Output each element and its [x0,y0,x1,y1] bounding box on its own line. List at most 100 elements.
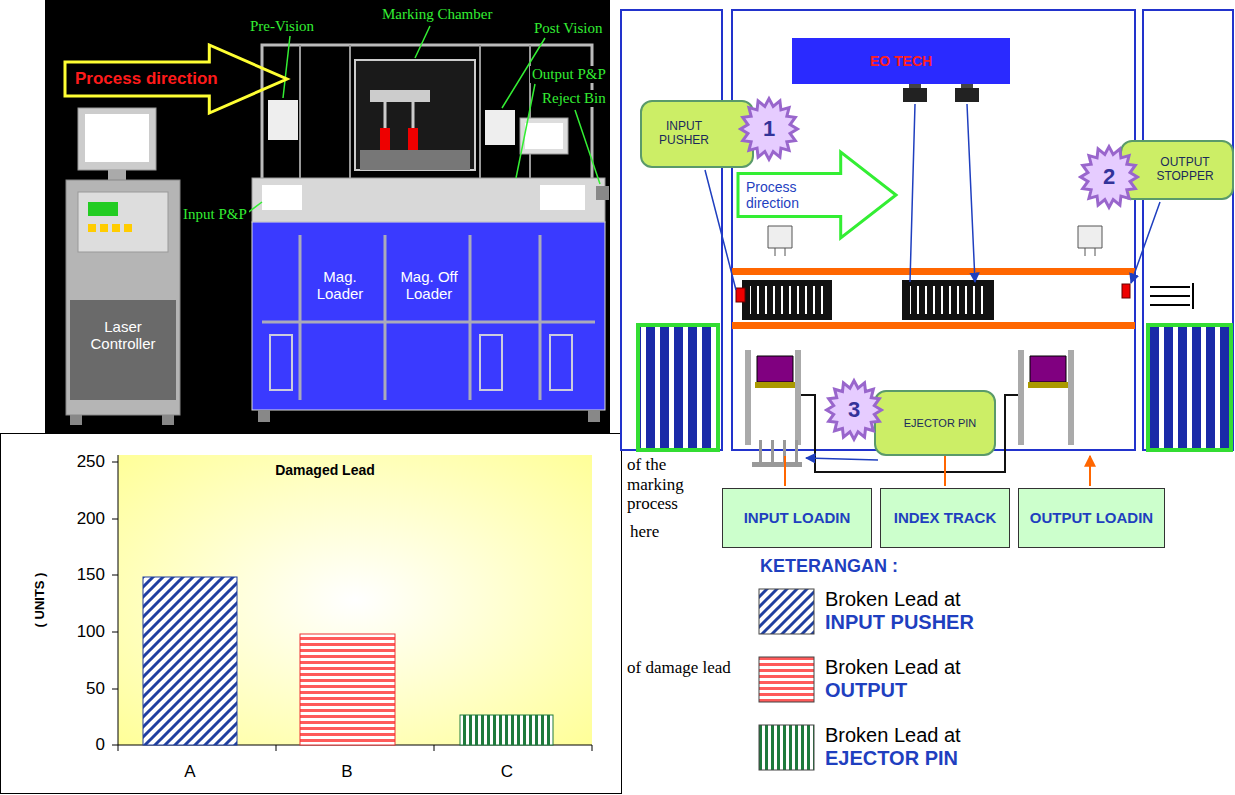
part-label: Pre-Vision [248,18,316,35]
callout-number: 2 [1080,146,1138,208]
deck [252,178,605,222]
plot-area [118,455,592,745]
document-text: of the marking process [627,455,719,514]
bar [460,715,553,745]
legend-swatch [758,724,815,771]
magazine [1148,325,1231,450]
callout-number: 3 [826,380,882,440]
part-label: Marking Chamber [380,6,494,23]
outline [827,381,882,440]
station-box: INDEX TRACK [880,488,1010,548]
reject-bin [596,186,609,200]
base-panels [262,235,595,400]
machine-screen [525,123,563,149]
lead-frame [902,280,994,320]
legend-entry: Broken Lead at EJECTOR PIN [758,724,998,774]
legend-entry: Broken Lead at INPUT PUSHER [758,588,998,638]
node-text: INPUT PUSHER [650,120,718,148]
tick-label: 50 [86,679,105,699]
monitor [78,108,156,170]
leader-lines [246,26,600,214]
swatch-fill [759,589,814,634]
callout-box: EJECTOR PIN [874,390,996,456]
legend-entry: Broken Lead at OUTPUT [758,656,998,706]
callout-box: INPUT PUSHER [640,100,754,168]
rail [732,322,1135,329]
magazine [638,325,718,450]
gantry [370,90,430,102]
sensors [768,226,1102,248]
laser-head-box: EO TECH [792,38,1010,84]
laser-heads [903,88,979,102]
machine-base [252,222,605,410]
node-text: 1 [763,116,775,141]
chamber-base [360,150,470,170]
marking-chamber [355,60,475,170]
cabinet-door [70,300,176,400]
direction-arrow: Process direction [738,152,896,238]
part-label: Post Vision [532,20,604,37]
laser-beams [910,104,975,282]
output-pnp [540,185,585,210]
pre-vision-camera [268,100,298,140]
machine-feet [258,410,600,422]
station-frames [621,10,1233,450]
leads [750,286,824,314]
sensor-legs [775,248,1095,256]
legend-swatch [758,656,815,703]
head-rods [385,102,413,128]
category-label: C [501,762,513,782]
node-text: EO TECH [870,53,932,69]
part-label: Output P&P [530,66,608,83]
chart-frame [1,434,622,794]
output-stopper [1122,284,1130,298]
outline [741,99,798,160]
input-pusher [736,288,745,302]
legend-heading: KETERANGAN : [760,556,898,577]
controller-cabinet [66,180,180,415]
callout-number: 1 [740,98,798,160]
direction-arrow: Process direction [65,45,287,113]
tick-label: 250 [77,452,105,472]
node-text: INPUT LOADIN [744,509,851,526]
leader-line [806,458,878,460]
magazines [270,335,572,390]
node-text: OUTPUT LOADIN [1030,509,1153,526]
category-label: B [341,762,352,782]
unit-plates [755,382,1068,388]
node-text: OUTPUT STOPPER [1142,156,1228,184]
part-label: Input P&P [181,206,249,223]
node-text: INDEX TRACK [894,509,997,526]
cabinet-feet [70,415,174,425]
document-text: of damage lead [627,658,731,678]
part-label: Mag. Loader [308,268,372,303]
legend-text: Broken Lead at INPUT PUSHER [825,588,987,634]
post-vision-camera [485,110,515,145]
node-text: EJECTOR PIN [904,417,977,430]
legend-swatch [758,588,815,635]
station-box: OUTPUT LOADIN [1018,488,1165,548]
station-box: INPUT LOADIN [722,488,872,548]
units [757,356,1066,382]
photo-ground [45,0,610,435]
control-panel [78,192,168,252]
monitor-screen [85,114,149,162]
outline [738,152,896,238]
swatch-fill [759,657,814,702]
swatch-fill [759,725,814,770]
lead-frame [742,280,832,320]
axes [112,455,592,751]
laser-heads [380,128,418,150]
node-text: 3 [848,397,860,422]
ejector-pins [752,440,802,467]
output-gripper [1150,283,1193,309]
node-text: 2 [1103,164,1115,189]
part-label: Laser Controller [78,318,168,353]
tick-label: 200 [77,509,105,529]
document-text: here [630,522,659,542]
part-label: Reject Bin [540,90,608,107]
rail [732,268,1135,275]
outline [65,45,287,113]
outline [1081,147,1138,208]
